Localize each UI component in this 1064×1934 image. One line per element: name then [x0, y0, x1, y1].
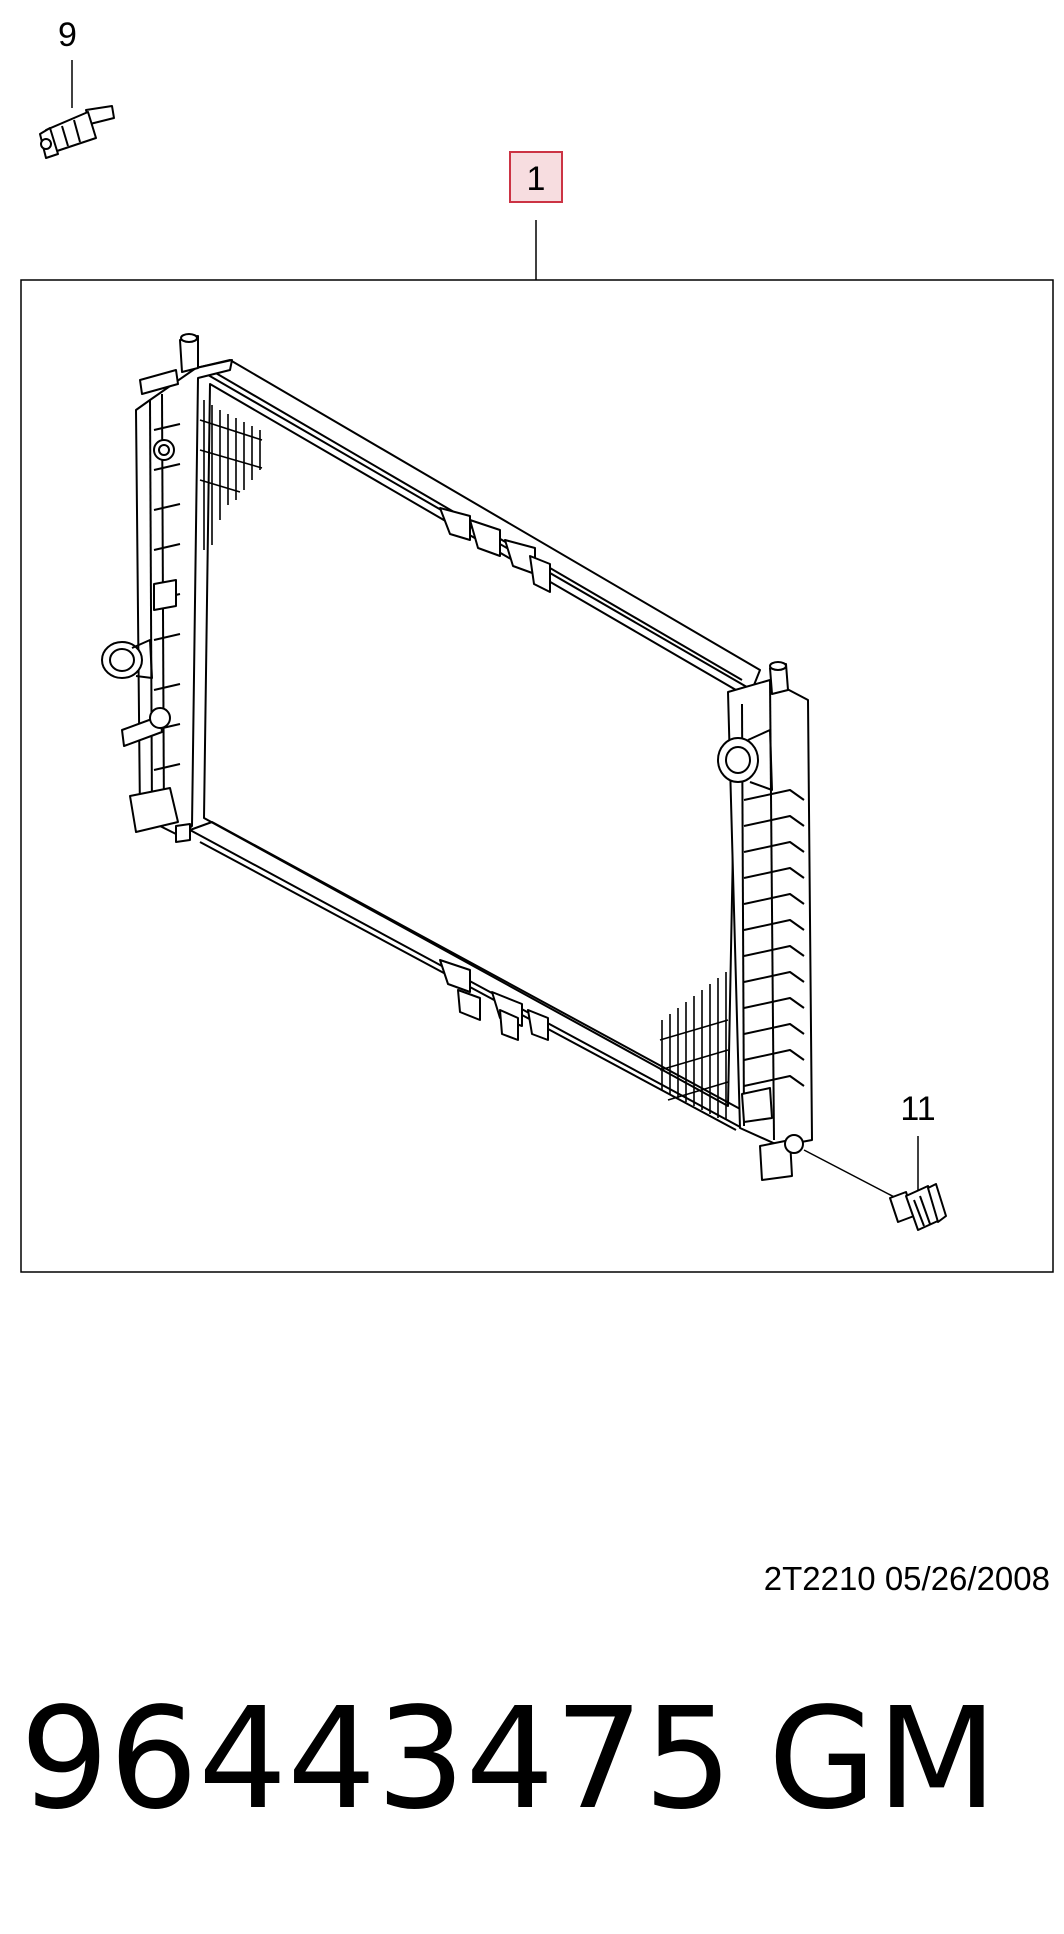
callout-11-label[interactable]: 11 — [900, 1090, 935, 1128]
drawing-reference-code: 2T2210 05/26/2008 — [763, 1560, 1050, 1597]
callout-1-group: 1 — [509, 151, 563, 280]
part-number: 96443475 — [20, 1678, 733, 1841]
callout-9-group: 9 — [58, 16, 77, 108]
callout-9-label[interactable]: 9 — [58, 16, 77, 54]
brand-name: GM — [768, 1678, 998, 1841]
callout-11-group: 11 — [900, 1090, 936, 1196]
callout-1-highlight-box — [509, 151, 563, 203]
drain-plug-icon[interactable] — [889, 1183, 947, 1231]
temperature-sensor-icon[interactable] — [39, 105, 115, 159]
callout-1-label[interactable]: 1 — [527, 160, 546, 198]
radiator-assembly-icon[interactable] — [101, 333, 901, 1201]
assembly-frame — [20, 279, 1054, 1273]
